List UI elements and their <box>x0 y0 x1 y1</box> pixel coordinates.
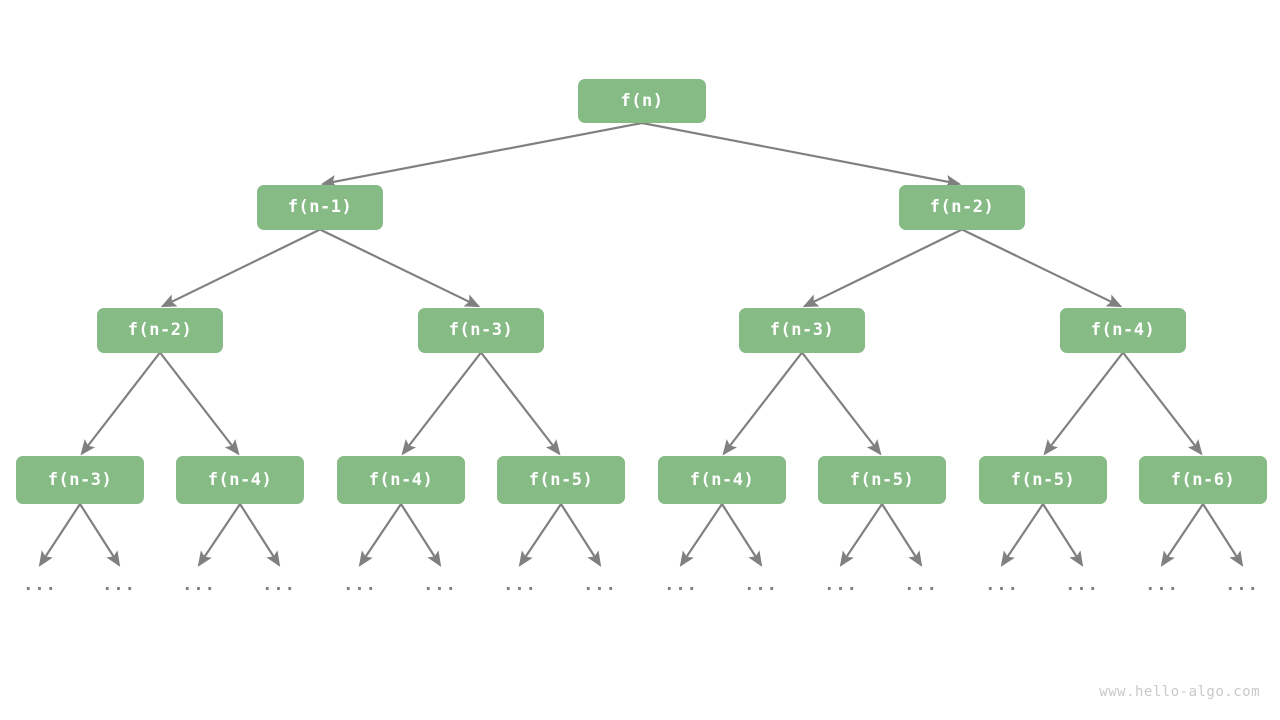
tree-edge <box>319 228 481 308</box>
tree-node-label: f(n-1) <box>287 197 353 217</box>
leaf-edge <box>560 503 602 567</box>
tree-node-label: f(n-5) <box>1010 470 1076 490</box>
tree-edge <box>1122 351 1203 456</box>
leaf-edge <box>1000 503 1044 567</box>
leaf-edge <box>881 503 923 567</box>
ellipsis-marker: ... <box>182 575 216 595</box>
leaf-edge <box>679 503 723 567</box>
ellipsis-marker: ... <box>102 575 136 595</box>
tree-node: f(n) <box>578 79 706 123</box>
tree-edges <box>38 121 1244 567</box>
tree-edge <box>722 351 803 456</box>
tree-node: f(n-4) <box>337 456 465 504</box>
ellipsis-marker: ... <box>23 575 57 595</box>
tree-node-label: f(n-3) <box>769 320 835 340</box>
tree-node: f(n-5) <box>497 456 625 504</box>
tree-node: f(n-3) <box>16 456 144 504</box>
tree-node: f(n-3) <box>418 307 544 353</box>
tree-node: f(n-3) <box>739 307 865 353</box>
leaf-edge <box>1042 503 1084 567</box>
tree-node-label: f(n-2) <box>127 320 193 340</box>
ellipsis-marker: ... <box>343 575 377 595</box>
leaf-edge <box>400 503 442 567</box>
ellipsis-marker: ... <box>664 575 698 595</box>
tree-node-label: f(n-5) <box>849 470 915 490</box>
tree-node: f(n-5) <box>979 456 1107 504</box>
leaf-edge <box>197 503 241 567</box>
tree-edge <box>160 228 321 308</box>
tree-node-label: f(n-3) <box>47 470 113 490</box>
tree-edge <box>320 121 643 188</box>
ellipsis-marker: ... <box>262 575 296 595</box>
tree-node-label: f(n-5) <box>528 470 594 490</box>
ellipsis-marker: ... <box>583 575 617 595</box>
tree-node: f(n-6) <box>1139 456 1267 504</box>
tree-node-label: f(n-4) <box>207 470 273 490</box>
tree-edge <box>961 228 1123 308</box>
leaf-edge <box>38 503 81 567</box>
leaf-edge <box>358 503 402 567</box>
leaf-edge <box>839 503 883 567</box>
ellipsis-marker: ... <box>744 575 778 595</box>
tree-edge <box>480 351 561 456</box>
ellipsis-marker: ... <box>1225 575 1259 595</box>
tree-node: f(n-4) <box>658 456 786 504</box>
leaf-edge <box>518 503 562 567</box>
tree-node: f(n-4) <box>1060 307 1186 353</box>
tree-node: f(n-2) <box>899 184 1025 230</box>
ellipsis-marker: ... <box>1065 575 1099 595</box>
leaf-edge <box>721 503 763 567</box>
ellipsis-marker: ... <box>985 575 1019 595</box>
leaf-edge <box>79 503 121 567</box>
tree-node: f(n-1) <box>257 184 383 230</box>
tree-edge <box>159 351 240 456</box>
tree-node-label: f(n-4) <box>1090 320 1156 340</box>
tree-node: f(n-5) <box>818 456 946 504</box>
tree-node-label: f(n-2) <box>929 197 995 217</box>
tree-node-label: f(n-4) <box>689 470 755 490</box>
ellipsis-marker: ... <box>423 575 457 595</box>
ellipsis-marker: ... <box>904 575 938 595</box>
tree-node: f(n-2) <box>97 307 223 353</box>
tree-edge <box>1043 351 1124 456</box>
ellipsis-marker: ... <box>824 575 858 595</box>
tree-node-label: f(n-3) <box>448 320 514 340</box>
leaf-edge <box>239 503 281 567</box>
tree-node-label: f(n-6) <box>1170 470 1236 490</box>
tree-edge <box>401 351 482 456</box>
ellipsis-marker: ... <box>503 575 537 595</box>
tree-edge <box>801 351 882 456</box>
tree-edge <box>80 351 161 456</box>
tree-edge <box>641 121 962 188</box>
tree-node-label: f(n) <box>620 91 664 111</box>
tree-node-label: f(n-4) <box>368 470 434 490</box>
watermark: www.hello-algo.com <box>1099 684 1260 700</box>
leaf-edge <box>1202 503 1244 567</box>
leaf-edge <box>1160 503 1204 567</box>
tree-edge <box>802 228 963 308</box>
tree-node: f(n-4) <box>176 456 304 504</box>
ellipsis-marker: ... <box>1145 575 1179 595</box>
